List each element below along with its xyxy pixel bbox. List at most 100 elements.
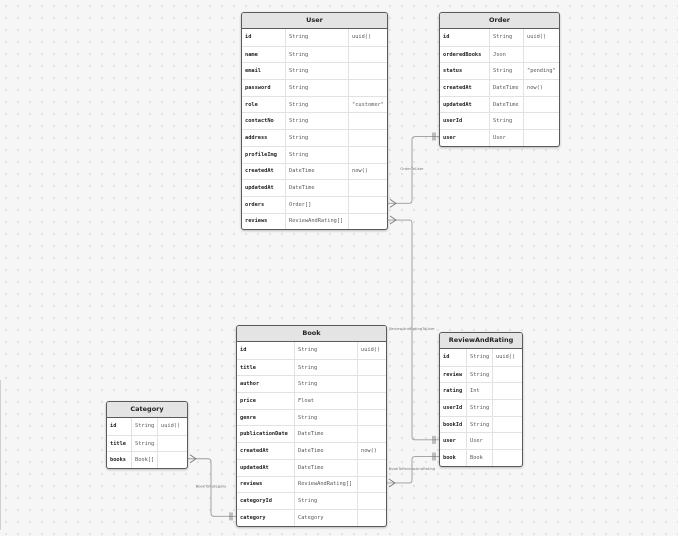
field-default [349,47,387,63]
field-name: genre [237,409,295,426]
field-default [493,450,522,466]
field-type: DateTime [286,163,349,180]
field-type: String [467,366,493,383]
field-type: String [467,349,493,366]
field-default [358,477,386,493]
field-type: Float [295,393,358,409]
field-type: String [295,493,358,509]
field-name: role [242,96,286,113]
field-name: title [107,435,132,452]
field-type: String [132,435,158,452]
field-name: profileImg [242,146,286,163]
field-default [524,130,559,146]
table-title[interactable]: Book [237,326,386,342]
field-default [158,452,187,468]
field-type: DateTime [295,426,358,443]
field-default [493,367,522,383]
field-type: Book [467,450,493,466]
table-title[interactable]: Order [440,13,559,29]
field-type: String [286,130,349,146]
relation-label: BookToReviewAndRating [389,466,436,471]
field-default [493,383,522,399]
field-type: String [295,342,358,359]
field-default [349,113,387,129]
table-title[interactable]: Category [107,402,187,418]
field-type: String [286,63,349,80]
field-type: String [467,416,493,433]
field-default [493,417,522,433]
field-default [358,393,386,409]
field-name: createdAt [237,443,295,459]
field-name: contactNo [242,113,286,130]
field-name: orderedBooks [440,46,490,63]
field-type: DateTime [295,443,358,459]
field-name: id [237,342,295,359]
relation-label: BookToCategory [196,484,228,489]
field-name: updatedAt [237,459,295,476]
table-title[interactable]: ReviewAndRating [440,333,522,349]
field-name: email [242,63,286,80]
field-name: id [242,29,286,46]
crowfoot-marker [189,454,197,464]
field-type: User [490,130,524,146]
field-type: ReviewAndRating[] [295,476,358,493]
field-type: String [286,146,349,163]
field-name: createdAt [242,163,286,180]
field-default: uuid() [161,423,181,430]
field-name: updatedAt [440,96,490,113]
relation-label: OrderToUser [400,166,424,171]
field-name: user [440,130,490,146]
field-default: uuid() [527,34,547,41]
table-title[interactable]: User [242,13,387,29]
field-type: Book[] [132,452,158,469]
field-name: name [242,46,286,63]
field-default [349,197,387,213]
